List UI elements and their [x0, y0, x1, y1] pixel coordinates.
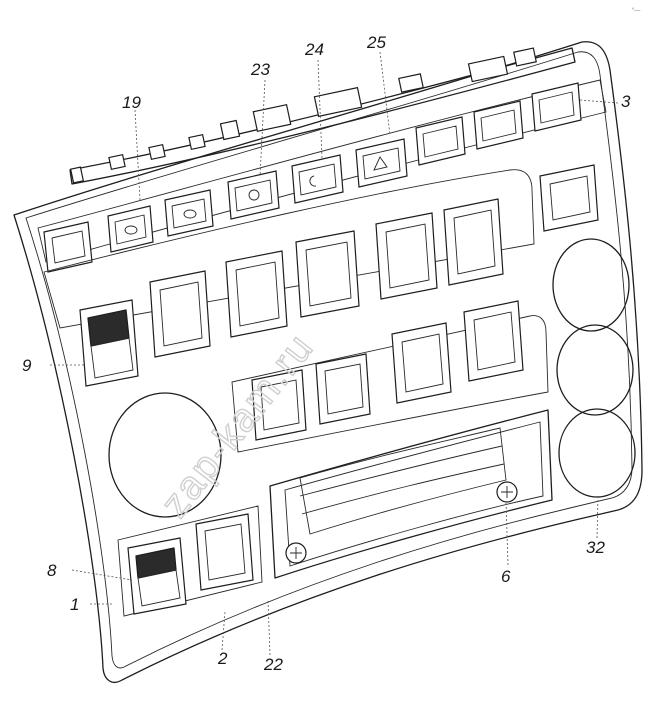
gauge-openings — [108, 238, 636, 518]
switch-r2-4 — [375, 212, 438, 300]
panel-inner-frame — [25, 51, 633, 669]
switch-r3-4 — [463, 300, 524, 382]
switch-r1-9 — [531, 82, 582, 132]
callout-24: 24 — [304, 40, 324, 59]
row3-switches — [251, 300, 524, 441]
callout-6: 6 — [501, 567, 511, 586]
callout-3: 3 — [621, 92, 631, 111]
callout-25: 25 — [366, 33, 386, 52]
switch-r1-5 — [291, 154, 344, 204]
switch-r1-2 — [107, 205, 154, 253]
switch-r2-5 — [443, 198, 504, 286]
switch-r1-7 — [415, 116, 466, 166]
screw-right — [496, 481, 518, 503]
callout-2: 2 — [217, 649, 228, 668]
rocker-switch-19 — [127, 537, 187, 615]
switch-r2-1 — [149, 270, 211, 358]
callout-22: 19 — [122, 93, 141, 112]
switch-r3-1 — [251, 369, 307, 441]
switch-r3-2 — [315, 353, 371, 425]
switch-r2-2 — [225, 250, 288, 338]
switch-r3-3 — [391, 322, 452, 404]
leader-lines — [50, 51, 619, 656]
switch-r1-1 — [43, 221, 93, 273]
switch-r1-3 — [164, 189, 214, 237]
row3-recess — [231, 315, 549, 453]
corner-mark: °— — [632, 8, 640, 14]
callout-32: 32 — [586, 538, 605, 557]
switch-r1-8 — [473, 100, 524, 150]
switch-r2-right — [539, 164, 599, 232]
callout-23: 23 — [250, 60, 270, 79]
top-connectors — [69, 47, 537, 184]
switch-lower-2 — [195, 513, 254, 591]
callout-1: 1 — [70, 595, 79, 614]
callout-9: 9 — [22, 356, 32, 375]
switch-r1-6 — [355, 138, 408, 188]
row2-switches — [149, 164, 599, 358]
callout-19: 8 — [47, 561, 57, 580]
row1-switches — [43, 82, 582, 273]
switch-r1-4 — [227, 170, 280, 220]
callout-8: 22 — [263, 655, 283, 674]
switch-r2-3 — [295, 230, 360, 318]
lower-switch-group — [117, 505, 263, 617]
rocker-switch-9 — [79, 299, 139, 387]
center-bracket — [269, 409, 553, 579]
screw-left — [285, 542, 307, 564]
